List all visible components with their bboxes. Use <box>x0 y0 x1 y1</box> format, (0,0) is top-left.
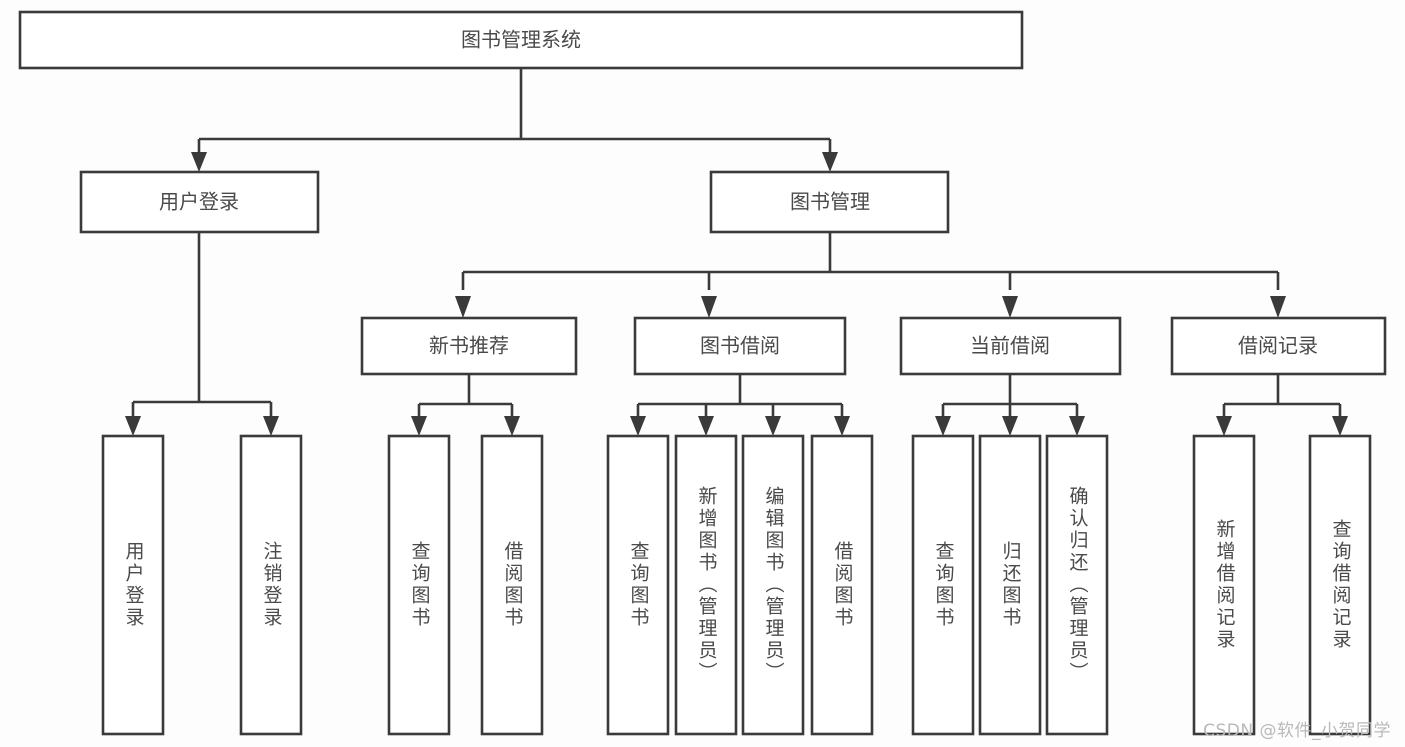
arrowhead-leaf-add-book <box>698 416 714 436</box>
node-borrow-record-box[interactable] <box>1170 316 1387 376</box>
arrowhead-borrow-record <box>1270 296 1286 318</box>
node-leaf-logout-box[interactable] <box>239 434 303 736</box>
node-leaf-borrow-book-1-box[interactable] <box>480 434 544 736</box>
node-root-label: 图书管理系统 <box>461 28 581 52</box>
arrowhead-new-book-rec <box>455 296 471 318</box>
edge-new-book-rec-to-leaves <box>411 374 520 436</box>
node-new-book-rec-box[interactable] <box>360 316 578 376</box>
node-leaf-confirm-return-box[interactable] <box>1045 434 1109 736</box>
node-book-manage-box[interactable] <box>709 170 950 234</box>
arrowhead-leaf-borrow-book-2 <box>834 416 850 436</box>
arrowhead-leaf-query-book-2 <box>630 416 646 436</box>
node-root-box[interactable] <box>18 10 1024 70</box>
node-leaf-edit-book-box[interactable] <box>741 434 805 736</box>
node-current-borrow-label: 当前借阅 <box>970 334 1050 358</box>
edge-book-borrow-to-leaves <box>630 374 850 436</box>
node-leaf-return-book-box[interactable] <box>978 434 1042 736</box>
node-borrow-record-label: 借阅记录 <box>1238 334 1318 358</box>
arrowhead-leaf-edit-book <box>765 416 781 436</box>
arrowhead-leaf-logout <box>263 416 279 436</box>
node-user-login-label: 用户登录 <box>159 190 239 214</box>
arrowhead-leaf-confirm-return <box>1069 416 1085 436</box>
node-book-borrow-label: 图书借阅 <box>700 334 780 358</box>
arrowhead-leaf-borrow-book-1 <box>504 416 520 436</box>
edge-root-to-level2 <box>191 68 838 172</box>
node-leaf-query-book-1-box[interactable] <box>387 434 451 736</box>
arrowhead-leaf-query-book-3 <box>935 416 951 436</box>
node-book-manage-label: 图书管理 <box>790 190 870 214</box>
arrowhead-leaf-add-record <box>1216 416 1232 436</box>
arrowhead-leaf-query-record <box>1332 416 1348 436</box>
arrowhead-book-manage <box>822 152 838 172</box>
node-leaf-user-login-box[interactable] <box>101 434 165 736</box>
arrowhead-user-login <box>191 152 207 172</box>
arrowhead-leaf-query-book-1 <box>411 416 427 436</box>
arrowhead-book-borrow <box>701 296 717 318</box>
node-leaf-query-record-box[interactable] <box>1308 434 1372 736</box>
csdn-watermark: CSDN @软件_小贺同学 <box>1203 721 1391 741</box>
arrowhead-current-borrow <box>1002 296 1018 318</box>
arrowhead-leaf-user-login <box>125 416 141 436</box>
node-leaf-borrow-book-2-box[interactable] <box>810 434 874 736</box>
node-leaf-add-book-box[interactable] <box>674 434 738 736</box>
node-current-borrow-box[interactable] <box>899 316 1122 376</box>
node-book-borrow-box[interactable] <box>633 316 847 376</box>
node-leaf-add-record-box[interactable] <box>1192 434 1256 736</box>
edge-book-manage-to-level3 <box>455 232 1286 318</box>
node-user-login-box[interactable] <box>79 170 320 234</box>
arrowhead-leaf-return-book <box>1002 416 1018 436</box>
edge-current-borrow-to-leaves <box>935 374 1085 436</box>
node-leaf-query-book-2-box[interactable] <box>606 434 670 736</box>
edge-user-login-to-leaves <box>125 232 279 436</box>
node-leaf-query-book-3-box[interactable] <box>911 434 975 736</box>
edge-borrow-record-to-leaves <box>1216 374 1348 436</box>
node-new-book-rec-label: 新书推荐 <box>429 334 509 358</box>
